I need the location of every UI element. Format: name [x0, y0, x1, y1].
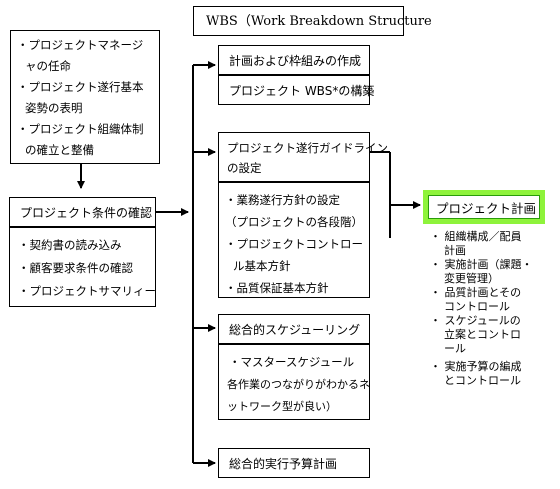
- conditions-item: ・契約書の読み込み: [18, 238, 122, 252]
- conditions-title: プロジェクト条件の確認: [20, 206, 153, 220]
- planning-frame-box: 計画および枠組みの作成: [218, 45, 370, 75]
- budget-box: 総合的実行予算計画: [218, 448, 370, 478]
- plan-item: コントロール: [444, 300, 510, 313]
- planning-frame-label: 計画および枠組みの作成: [229, 54, 362, 68]
- schedule-item: ・マスタースケジュール: [229, 355, 355, 369]
- guideline-title-box: プロジェクト遂行ガイドライン の設定: [218, 132, 388, 182]
- plan-item: とコントロール: [444, 374, 521, 387]
- schedule-item: ットワーク型が良い）: [227, 400, 337, 413]
- schedule-title: 総合的スケジューリング: [229, 323, 361, 337]
- guideline-item: ・品質保証基本方針: [225, 281, 329, 295]
- left-top-line: ・プロジェクトマネージ: [17, 38, 144, 52]
- left-top-line: ・プロジェクト遂行基本: [17, 80, 144, 94]
- guideline-item: ル基本方針: [233, 259, 291, 273]
- schedule-item: 各作業のつながりがわかるネ: [227, 378, 370, 391]
- left-top-line: ャの任命: [25, 59, 71, 73]
- project-plan-items: ・ 組織構成／配員 計画 ・ 実施計画（課題・ 変更管理） ・ 品質計画とその …: [430, 229, 555, 399]
- wbs-build-label: プロジェクト WBS*の構築: [229, 84, 375, 98]
- plan-item: 変更管理）: [444, 272, 499, 285]
- project-plan-label: プロジェクト計画: [436, 201, 537, 216]
- conditions-title-box: プロジェクト条件の確認: [9, 197, 156, 227]
- schedule-title-box: 総合的スケジューリング: [218, 314, 370, 344]
- guideline-title-line: プロジェクト遂行ガイドライン: [227, 141, 388, 155]
- plan-item: ・ 組織構成／配員: [430, 230, 522, 243]
- schedule-items-box: ・マスタースケジュール 各作業のつながりがわかるネ ットワーク型が良い）: [218, 344, 370, 420]
- guideline-item: ・業務遂行方針の設定: [225, 193, 340, 207]
- left-top-line: 姿勢の表明: [25, 101, 83, 115]
- project-plan-box: プロジェクト計画: [423, 190, 545, 224]
- left-top-box: ・プロジェクトマネージ ャの任命 ・プロジェクト遂行基本 姿勢の表明 ・プロジェ…: [10, 30, 160, 164]
- plan-item: ・ 実施計画（課題・: [430, 258, 533, 271]
- guideline-item: ・プロジェクトコントロー: [225, 237, 363, 251]
- guideline-items-box: ・業務遂行方針の設定 （プロジェクトの各段階） ・プロジェクトコントロー ル基本…: [218, 182, 370, 298]
- conditions-item: ・顧客要求条件の確認: [18, 261, 133, 275]
- plan-item: 計画: [444, 244, 466, 257]
- left-top-line: の確立と整備: [25, 143, 94, 157]
- plan-item: ・ 実施予算の編成: [430, 360, 522, 373]
- guideline-title-line: の設定: [227, 161, 262, 175]
- wbs-build-box: プロジェクト WBS*の構築: [218, 75, 374, 105]
- plan-item: ール: [444, 342, 466, 355]
- plan-item: 立案とコントロ: [444, 328, 521, 341]
- guideline-item: （プロジェクトの各段階）: [225, 215, 363, 229]
- wbs-title: WBS（Work Breakdown Structure: [206, 14, 432, 29]
- wbs-title-box: WBS（Work Breakdown Structure: [193, 6, 432, 36]
- plan-item: ・ スケジュールの: [430, 314, 521, 327]
- left-top-line: ・プロジェクト組織体制: [17, 122, 144, 136]
- budget-title: 総合的実行予算計画: [229, 457, 338, 471]
- plan-item: ・ 品質計画とその: [430, 286, 522, 299]
- conditions-items-box: ・契約書の読み込み ・顧客要求条件の確認 ・プロジェクトサマリィー: [9, 227, 156, 307]
- conditions-item: ・プロジェクトサマリィー: [18, 284, 156, 298]
